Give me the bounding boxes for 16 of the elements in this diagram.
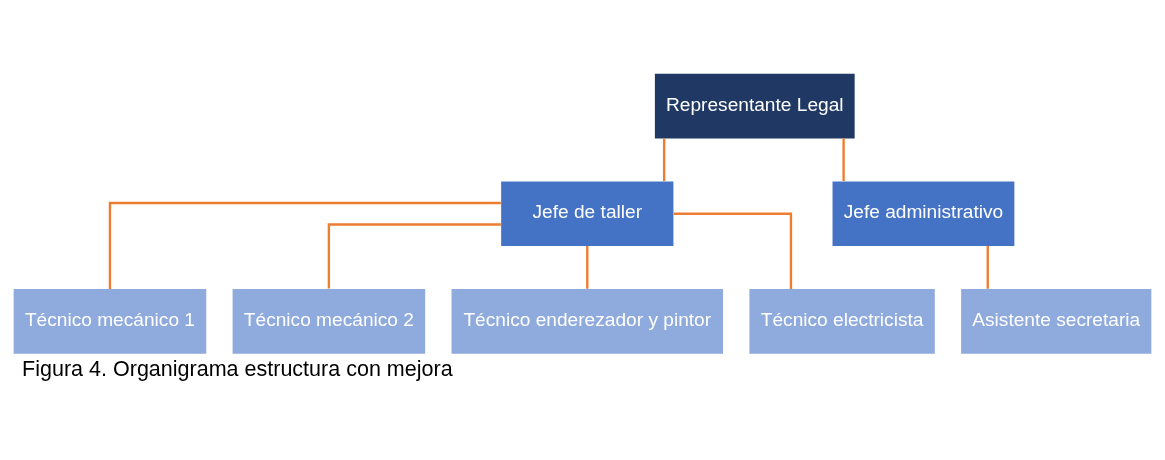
connector [327,222,501,289]
node-box: Técnico mecánico 1 [13,288,207,354]
connector [586,245,589,289]
connector [662,137,666,181]
node-box: Asistente secretaria [961,288,1152,354]
connector [842,137,845,181]
node-box: Representante Legal [654,73,855,138]
node-box: Técnico enderezador y pintor [451,288,724,354]
node-box: Jefe administrativo [832,180,1015,246]
caption: Figura 4. Organigrama estructura con mejora [22,356,453,381]
connector [986,245,989,289]
node-box: Jefe de taller [501,180,674,246]
node-box: Técnico mecánico 2 [232,288,426,354]
connector [673,212,793,289]
node-box: Técnico electricista [749,288,935,354]
connector [108,201,501,289]
